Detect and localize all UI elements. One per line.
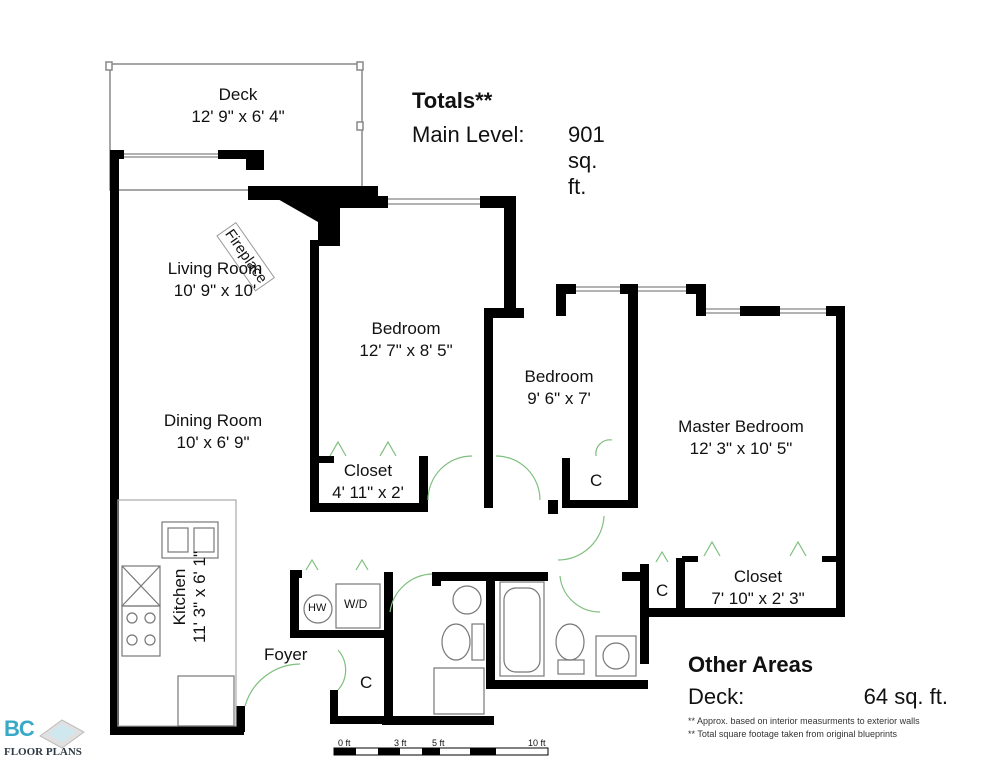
scale-label-0: 0 ft [338, 738, 351, 748]
totals-value: 901 sq. ft. [568, 122, 605, 199]
brand-logo: BC [4, 716, 35, 742]
room-foyer: Foyer [264, 645, 308, 664]
water-heater-label: HW [308, 602, 327, 614]
room-dims: 10' 9" x 10' [173, 281, 257, 300]
room-deck: Deck 12' 9" x 6' 4" [182, 84, 294, 128]
walls [110, 150, 845, 735]
room-dims: 7' 10" x 2' 3" [711, 589, 805, 608]
scale-label-3: 3 ft [394, 738, 407, 748]
room-dims: 4' 11" x 2' [332, 483, 404, 502]
brand-name: FLOOR PLANS [4, 746, 82, 758]
totals-row: Main Level: 901 sq. ft. [412, 122, 605, 199]
note-1: ** Approx. based on interior measurments… [688, 716, 920, 726]
closet-mark-master: C [656, 581, 669, 600]
other-areas-row: Deck: 64 sq. ft. [688, 684, 948, 710]
room-bedroom-1: Bedroom 12' 7" x 8' 5" [336, 318, 476, 362]
room-name: Closet [343, 461, 393, 480]
washer-dryer-label: W/D [344, 597, 368, 611]
room-dining: Dining Room 10' x 6' 9" [148, 410, 278, 454]
note-2: ** Total square footage taken from origi… [688, 729, 897, 739]
room-name: Bedroom [371, 319, 441, 338]
room-name: Closet [733, 567, 783, 586]
room-dims: 10' x 6' 9" [176, 433, 250, 452]
room-name: Deck [218, 85, 258, 104]
totals-title: Totals** [412, 88, 493, 113]
other-areas-label: Deck: [688, 684, 745, 709]
room-kitchen: Kitchen 11' 3" x 6' 1" [170, 532, 210, 662]
room-name: Bedroom [524, 367, 594, 386]
closet-mark-foyer: C [360, 673, 373, 692]
room-name: Dining Room [163, 411, 263, 430]
other-areas-value: 64 sq. ft. [863, 684, 948, 709]
room-living: Living Room 10' 9" x 10' [150, 258, 280, 302]
room-dims: 11' 3" x 6' 1" [190, 551, 209, 643]
brand-mark: BC [4, 716, 35, 741]
fixtures [117, 499, 637, 727]
deck-railing [105, 61, 364, 191]
scale-label-5: 5 ft [432, 738, 445, 748]
scale-label-10: 10 ft [528, 738, 546, 748]
windows [124, 153, 826, 314]
room-master-closet: Closet 7' 10" x 2' 3" [696, 566, 820, 610]
room-name: Living Room [167, 259, 263, 278]
room-dims: 12' 7" x 8' 5" [359, 341, 453, 360]
room-dims: 12' 9" x 6' 4" [191, 107, 285, 126]
room-dims: 9' 6" x 7' [527, 389, 591, 408]
scale-bar [333, 747, 549, 756]
room-name: Kitchen [170, 568, 189, 626]
brand-logo-mark [39, 719, 85, 749]
room-dims: 12' 3" x 10' 5" [689, 439, 793, 458]
totals-label: Main Level: [412, 122, 525, 147]
room-closet-1: Closet 4' 11" x 2' [318, 460, 418, 504]
room-bedroom-2: Bedroom 9' 6" x 7' [504, 366, 614, 410]
closet-mark-bedroom-2: C [590, 471, 603, 490]
room-name: Master Bedroom [678, 417, 804, 436]
door-swings [244, 439, 807, 707]
other-areas-title: Other Areas [688, 652, 814, 677]
room-master-bedroom: Master Bedroom 12' 3" x 10' 5" [656, 416, 826, 460]
